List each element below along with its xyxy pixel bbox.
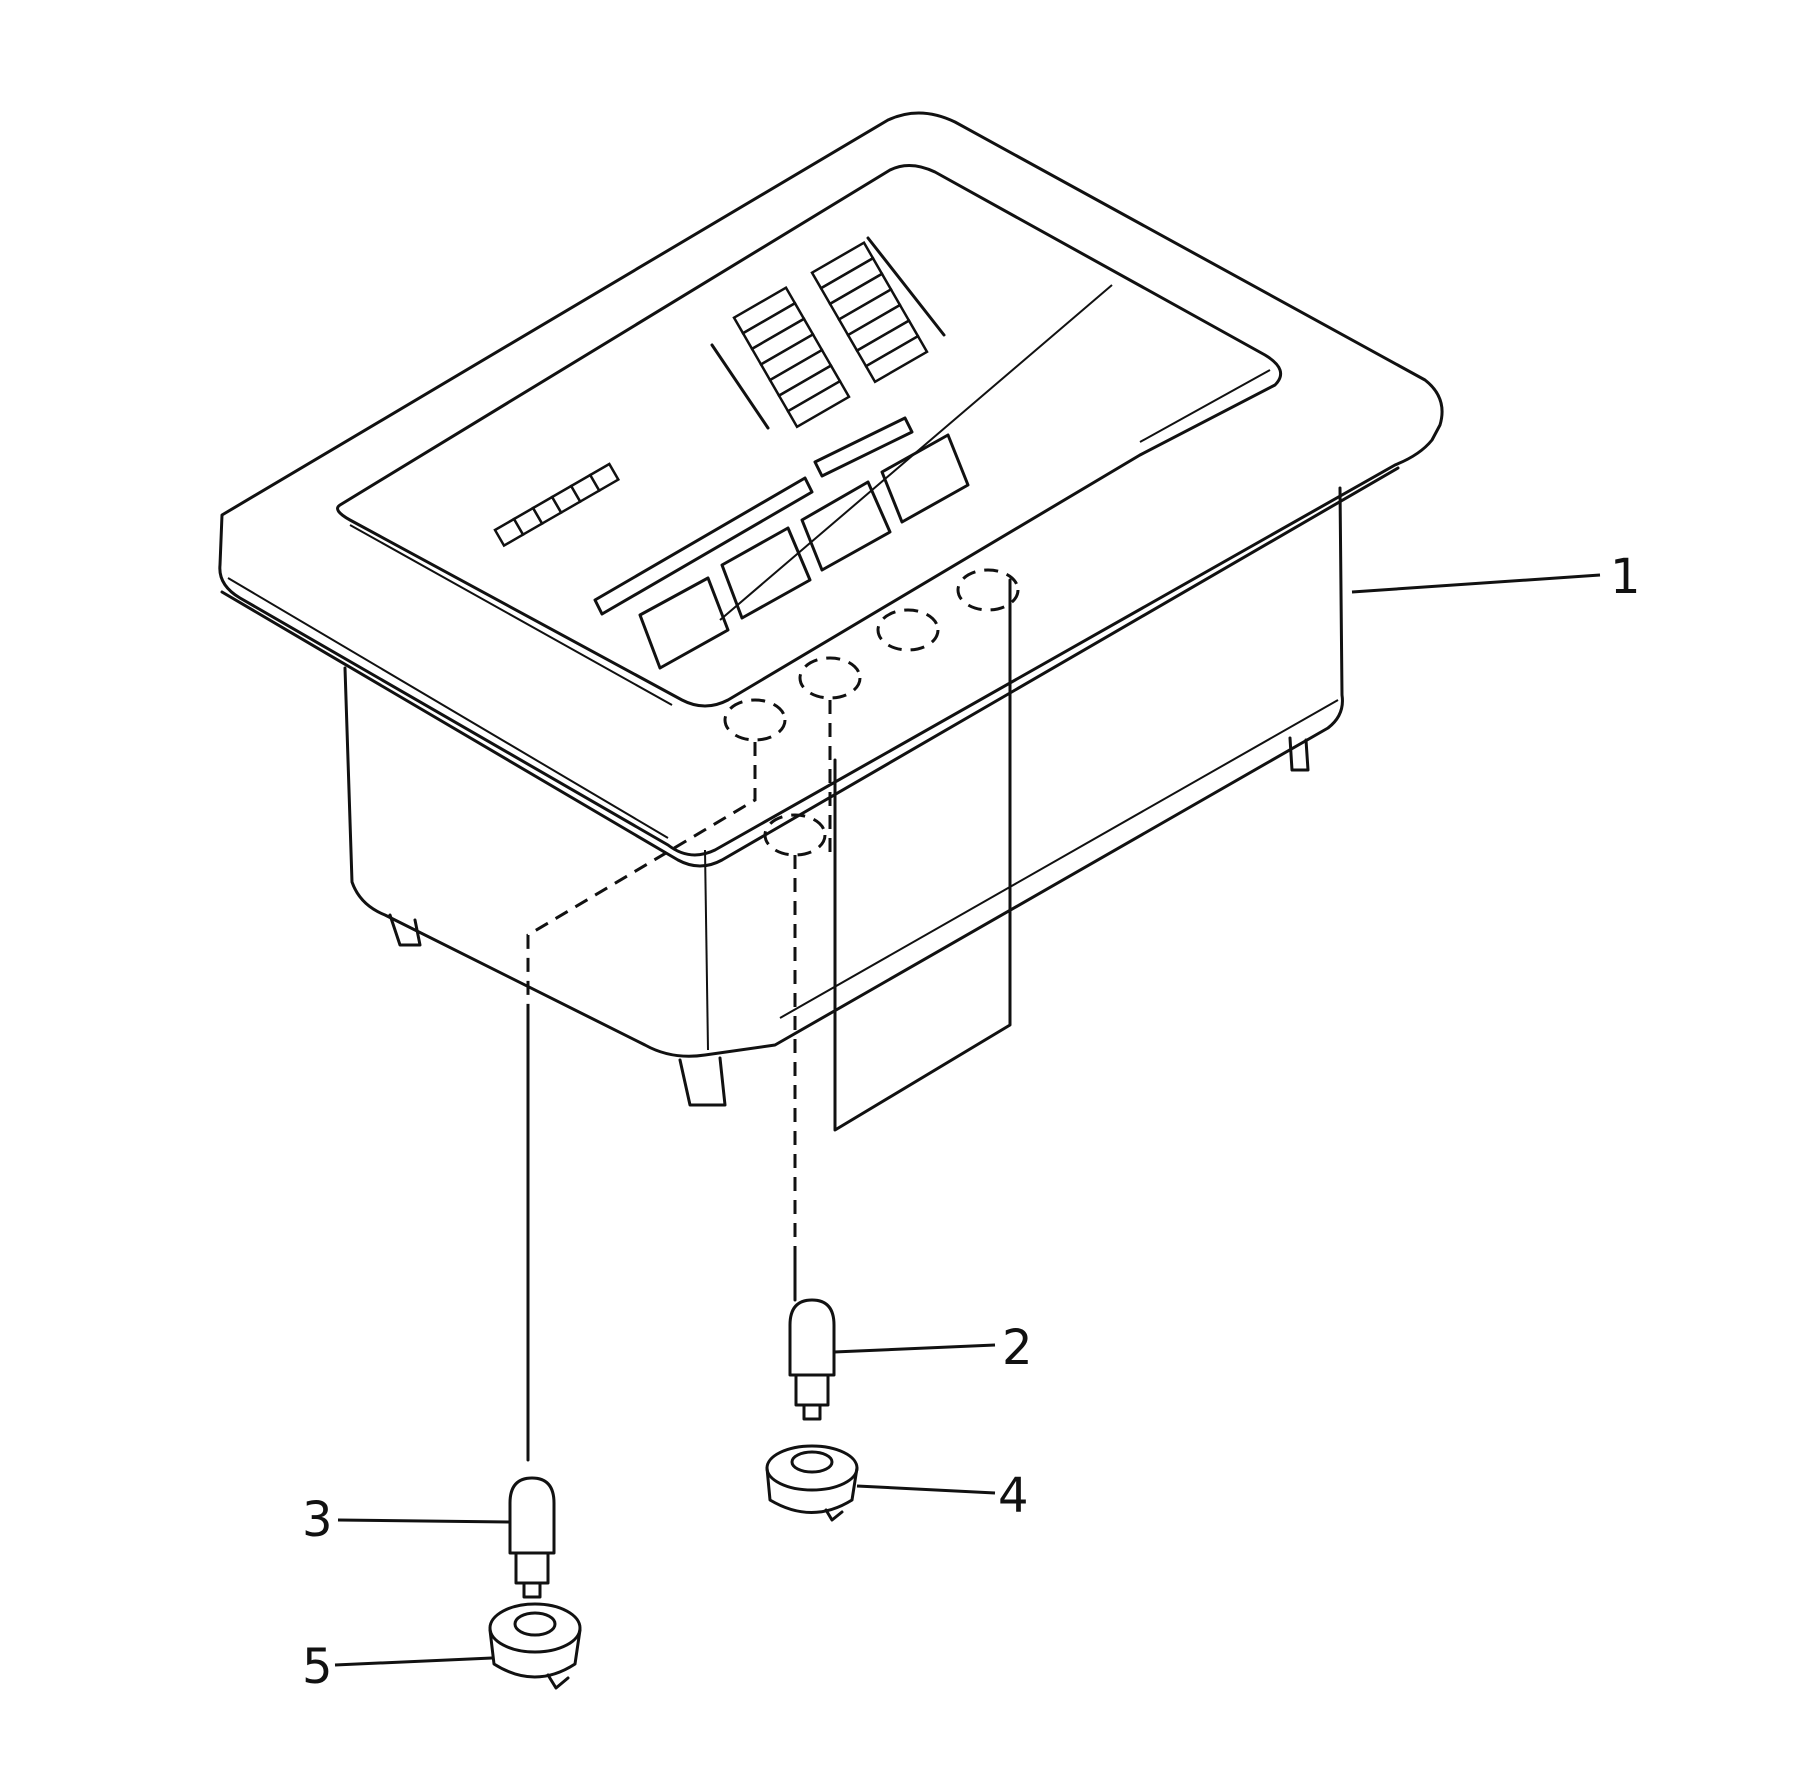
bulb-2 <box>788 1298 836 1421</box>
callout-2: 2 <box>1002 1320 1033 1376</box>
leader-4 <box>856 1484 996 1495</box>
bezel-edge <box>220 466 1400 868</box>
socket-5 <box>488 1602 582 1690</box>
indicator-strip <box>493 462 621 548</box>
leader-5 <box>334 1656 493 1667</box>
leader-1 <box>1351 573 1601 594</box>
display-face <box>336 164 1283 708</box>
callout-4: 4 <box>998 1468 1029 1524</box>
box-body <box>343 486 1344 1058</box>
callout-1: 1 <box>1610 549 1641 605</box>
warning-lamp-windows <box>593 416 970 670</box>
bezel-outline <box>218 111 1444 857</box>
bar-gauge-right <box>810 240 929 384</box>
callout-3: 3 <box>302 1492 333 1548</box>
socket-positions <box>723 568 1020 857</box>
bulb-3 <box>508 1476 556 1599</box>
leader-2 <box>833 1343 996 1354</box>
monitor-housing <box>218 111 1444 1260</box>
bracket <box>833 578 1012 1132</box>
socket-4 <box>765 1444 859 1522</box>
callout-5: 5 <box>302 1639 333 1695</box>
bar-gauge-left <box>732 285 851 429</box>
leader-3 <box>337 1518 511 1524</box>
